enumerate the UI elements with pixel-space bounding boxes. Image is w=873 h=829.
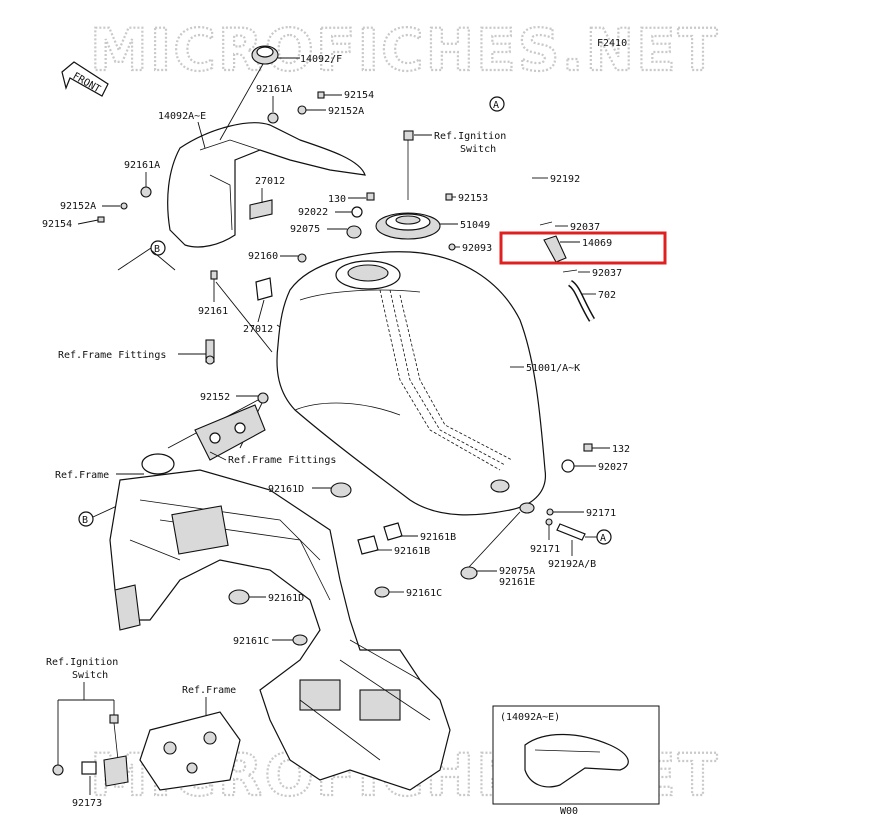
highlight-box: [499, 231, 667, 265]
label-51049: 51049: [460, 220, 490, 231]
callout-a-top: A: [493, 100, 499, 111]
label-92161b-a: 92161B: [420, 532, 456, 543]
inset-label: (14092A~E): [500, 712, 560, 723]
watermark-top: MICROFICHES.NET: [90, 16, 719, 84]
bracket-part: [194, 404, 266, 461]
label-ref-ignition-top-1: Ref.Ignition: [434, 131, 506, 142]
label-92173: 92173: [72, 798, 102, 809]
frame-part: [109, 469, 451, 791]
label-92152a-left: 92152A: [60, 201, 96, 212]
label-92153: 92153: [458, 193, 488, 204]
label-14092ae: 14092A~E: [158, 111, 206, 122]
ignition-switch-part: [52, 714, 129, 787]
label-92022: 92022: [298, 207, 328, 218]
label-702: 702: [598, 290, 616, 301]
label-92037-a: 92037: [570, 222, 600, 233]
label-92171-b: 92171: [530, 544, 560, 555]
label-ref-ignition-bot-1: Ref.Ignition: [46, 657, 118, 668]
side-cover-part: [167, 122, 366, 248]
callout-b-top: B: [154, 244, 160, 255]
label-132: 132: [612, 444, 630, 455]
label-92075: 92075: [290, 224, 320, 235]
label-92161: 92161: [198, 306, 228, 317]
label-ref-frame-bottom: Ref.Frame: [182, 685, 236, 696]
label-92027: 92027: [598, 462, 628, 473]
label-27012-top: 27012: [255, 176, 285, 187]
label-92152a-top: 92152A: [328, 106, 364, 117]
figure-code: F2410: [597, 38, 627, 49]
label-92161c-a: 92161C: [406, 588, 442, 599]
label-ref-frame-fittings-2: Ref.Frame Fittings: [228, 455, 336, 466]
label-92161d-a: 92161D: [268, 484, 304, 495]
label-130: 130: [328, 194, 346, 205]
label-14069: 14069: [582, 238, 612, 249]
callout-a-bottom: A: [600, 533, 606, 544]
label-ref-ignition-bot-2: Switch: [72, 670, 108, 681]
label-92192: 92192: [550, 174, 580, 185]
label-92161e: 92161E: [499, 577, 535, 588]
label-92160: 92160: [248, 251, 278, 262]
label-92152: 92152: [200, 392, 230, 403]
label-27012-mid: 27012: [243, 324, 273, 335]
label-92161c-b: 92161C: [233, 636, 269, 647]
label-92161b-b: 92161B: [394, 546, 430, 557]
label-92154-top: 92154: [344, 90, 374, 101]
label-92192ab: 92192A/B: [548, 559, 596, 570]
label-ref-frame-left: Ref.Frame: [55, 470, 109, 481]
fuel-cap-51049-part: [375, 212, 441, 240]
label-92161d-b: 92161D: [268, 593, 304, 604]
ignition-switch-ref-part: [403, 130, 414, 200]
frame-bracket-part: [139, 711, 241, 791]
fuel-tank-51001-part: [276, 251, 547, 516]
label-92171-a: 92171: [586, 508, 616, 519]
label-51001: 51001/A~K: [526, 363, 580, 374]
valve-14069-part: [543, 235, 567, 263]
label-92037-b: 92037: [592, 268, 622, 279]
label-ref-ignition-top-2: Switch: [460, 144, 496, 155]
label-92075a: 92075A: [499, 566, 535, 577]
label-92093: 92093: [462, 243, 492, 254]
label-92154-left: 92154: [42, 219, 72, 230]
label-14092f: 14092/F: [300, 54, 342, 65]
inset-box: (14092A~E): [492, 705, 660, 805]
label-92161a-top: 92161A: [256, 84, 292, 95]
cap-14092f-part: [251, 45, 300, 65]
label-92161a-left: 92161A: [124, 160, 160, 171]
inset-code: W00: [560, 806, 578, 817]
label-ref-frame-fittings-1: Ref.Frame Fittings: [58, 350, 166, 361]
callout-b-bottom: B: [82, 515, 88, 526]
